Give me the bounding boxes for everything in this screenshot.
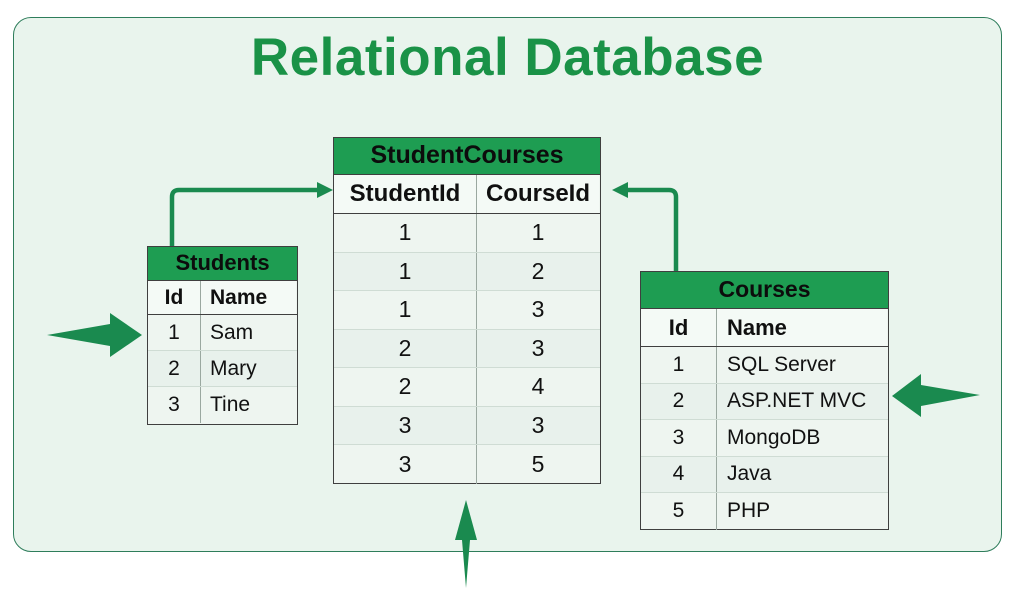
- table-courses-title: Courses: [641, 272, 888, 309]
- cell-studentid: 1: [334, 291, 477, 329]
- cell-id: 3: [641, 420, 717, 456]
- cell-studentid: 1: [334, 214, 477, 252]
- table-row: 1 2: [334, 252, 600, 291]
- column-header-id: Id: [641, 309, 717, 346]
- column-header-name: Name: [717, 309, 887, 346]
- cell-courseid: 1: [531, 219, 545, 246]
- cell-id: 1: [148, 315, 201, 350]
- table-courses: Courses Id Name 1 SQL Server 2 ASP.NET M…: [640, 271, 889, 530]
- cell-courseid: 3: [531, 296, 545, 323]
- cell-studentid: 3: [334, 445, 477, 484]
- cell-courseid: 3: [531, 334, 545, 361]
- table-row: 3 5: [334, 445, 600, 484]
- cell-name: PHP: [727, 499, 771, 523]
- table-row: 1 SQL Server: [641, 347, 888, 384]
- table-row: 1 Sam: [148, 315, 297, 351]
- cell-studentid: 1: [334, 252, 477, 290]
- table-students-header-row: Id Name: [148, 281, 297, 315]
- cell-id: 2: [148, 351, 201, 386]
- column-header-studentid: StudentId: [334, 175, 477, 213]
- table-row: 2 Mary: [148, 351, 297, 387]
- cell-name: ASP.NET MVC: [727, 389, 867, 413]
- table-row: 1 1: [334, 214, 600, 253]
- table-studentcourses-title: StudentCourses: [334, 138, 600, 175]
- table-row: 2 3: [334, 329, 600, 368]
- cell-name: MongoDB: [727, 425, 821, 449]
- cell-name: Java: [727, 462, 772, 486]
- column-header-id: Id: [148, 281, 201, 314]
- cell-id: 1: [641, 347, 717, 383]
- page-title: Relational Database: [250, 28, 765, 87]
- table-row: 3 Tine: [148, 387, 297, 423]
- table-row: 3 MongoDB: [641, 420, 888, 457]
- table-students: Students Id Name 1 Sam 2 Mary 3 Tine: [147, 246, 298, 425]
- cell-name: Mary: [210, 356, 257, 380]
- cell-studentid: 2: [334, 368, 477, 406]
- table-students-title: Students: [148, 247, 297, 281]
- cell-studentid: 2: [334, 329, 477, 367]
- cell-id: 4: [641, 456, 717, 492]
- table-courses-header-row: Id Name: [641, 309, 888, 347]
- column-header-name: Name: [201, 281, 296, 314]
- table-row: 2 ASP.NET MVC: [641, 383, 888, 420]
- table-studentcourses-header-row: StudentId CourseId: [334, 175, 600, 214]
- table-studentcourses: StudentCourses StudentId CourseId 1 1 1 …: [333, 137, 601, 484]
- table-row: 5 PHP: [641, 493, 888, 530]
- table-row: 1 3: [334, 291, 600, 330]
- cell-courseid: 4: [531, 373, 545, 400]
- column-header-courseid: CourseId: [477, 175, 599, 213]
- cell-id: 5: [641, 493, 717, 530]
- cell-courseid: 3: [531, 411, 545, 438]
- table-row: 3 3: [334, 406, 600, 445]
- cell-name: Sam: [210, 320, 254, 344]
- table-row: 2 4: [334, 368, 600, 407]
- cell-id: 3: [148, 387, 201, 423]
- cell-courseid: 2: [531, 257, 545, 284]
- cell-id: 2: [641, 383, 717, 419]
- table-row: 4 Java: [641, 456, 888, 493]
- cell-name: SQL Server: [727, 352, 836, 376]
- cell-name: Tine: [210, 393, 251, 416]
- cell-courseid: 5: [531, 450, 545, 477]
- cell-studentid: 3: [334, 406, 477, 444]
